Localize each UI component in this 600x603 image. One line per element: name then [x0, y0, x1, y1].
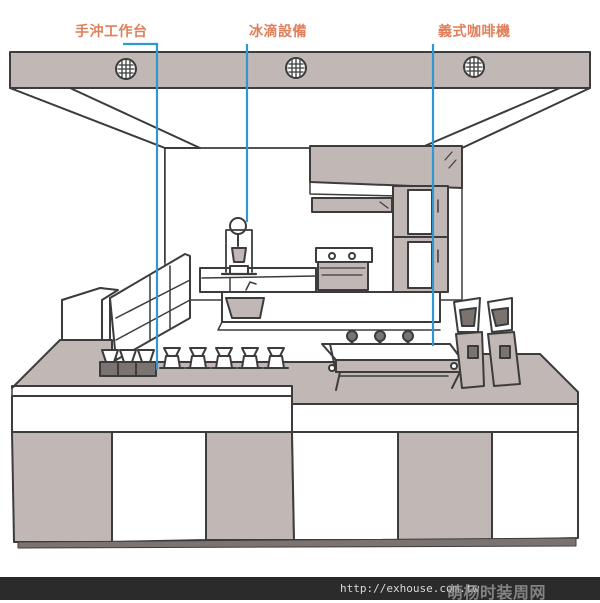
ceiling-vent-left — [115, 58, 137, 80]
ceiling-vent-middle — [285, 57, 307, 79]
cabinet-panel-1 — [11, 431, 113, 543]
ceiling-right-side — [419, 87, 591, 149]
back-counter — [199, 267, 317, 293]
callout-cold-drip-equipment: 冰滴設備 — [249, 24, 307, 40]
cabinet-panel-2 — [111, 431, 207, 543]
cold-drip-tower — [220, 217, 258, 276]
back-shelf — [311, 197, 393, 213]
callout-espresso-machine: 義式咖啡機 — [438, 24, 511, 40]
kickplate — [17, 537, 577, 549]
hood-underside — [309, 181, 401, 197]
dripper-row-left — [99, 349, 157, 377]
ceiling-vent-right — [463, 56, 485, 78]
tall-cabinet — [392, 185, 449, 293]
ceiling-left-side — [9, 87, 201, 149]
range-hood — [309, 145, 463, 189]
coffee-grinders — [453, 297, 521, 389]
watermark: 萌杨时装周网 — [447, 583, 547, 602]
cabinet-panel-5 — [397, 431, 493, 541]
sink — [225, 297, 265, 319]
footer-url[interactable]: http://exhouse.com.tw — [340, 582, 480, 595]
front-counter-body-right — [291, 403, 579, 433]
cabinet-panel-3 — [205, 431, 295, 541]
stove — [317, 261, 369, 291]
dripper-row-right — [159, 347, 289, 369]
footer-bar: http://exhouse.com.tw 萌杨时装周网 — [0, 577, 600, 602]
front-counter-top — [11, 339, 579, 405]
callout-pour-over-station: 手沖工作台 — [75, 24, 148, 40]
work-counter — [221, 291, 441, 323]
cabinet-panel-6 — [491, 431, 579, 541]
cabinet-door-lower — [407, 241, 433, 289]
cabinet-door-upper — [407, 189, 433, 235]
leader-line-pour-over — [123, 42, 159, 370]
cabinet-panel-4 — [291, 431, 399, 541]
front-counter-body-left — [11, 395, 293, 433]
